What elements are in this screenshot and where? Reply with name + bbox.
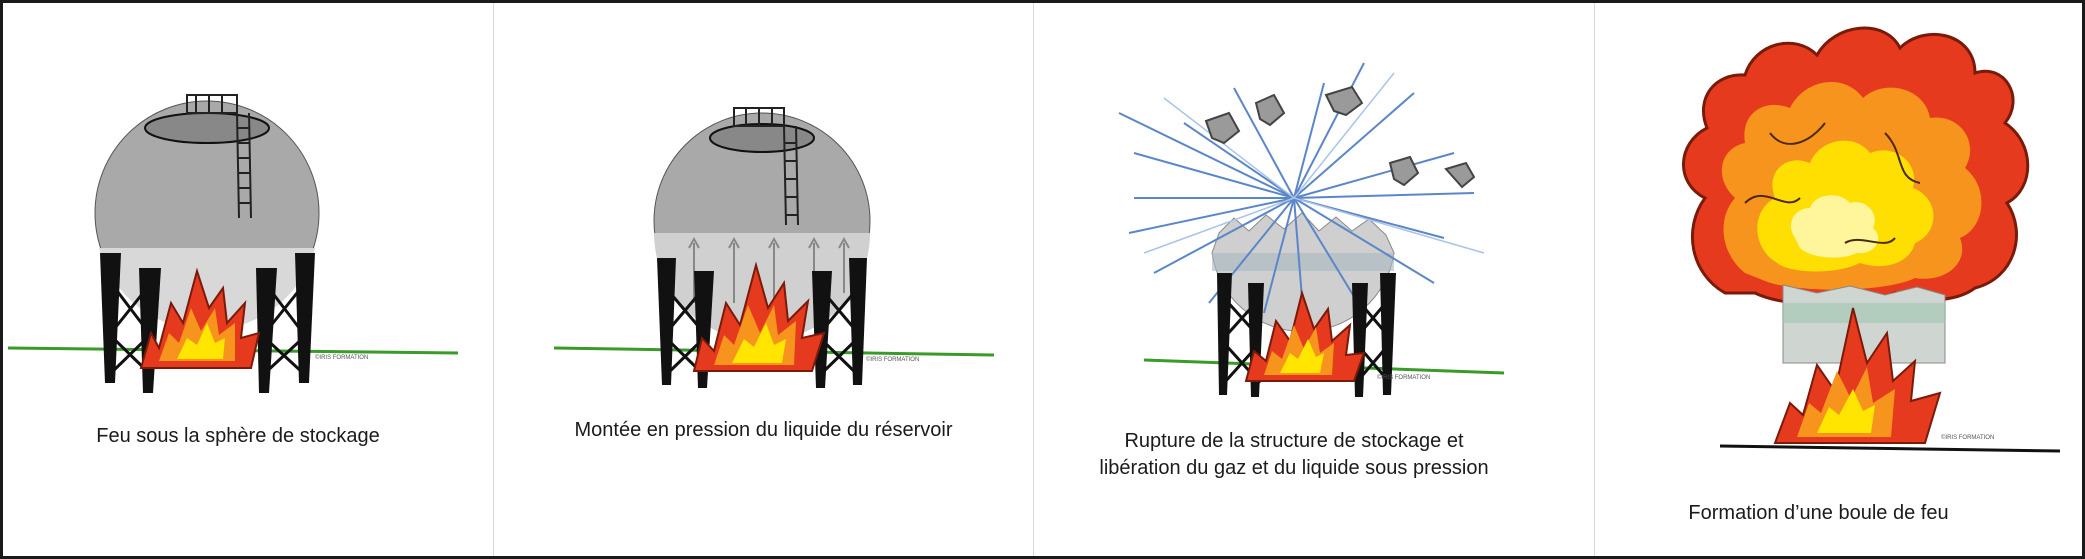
- sphere-top-hatch: [709, 123, 815, 153]
- panel-divider: [1594, 3, 1595, 556]
- panel-fire-under-sphere: ©IRIS FORMATION Feu sous la sphère de st…: [3, 3, 493, 556]
- panel-4-caption: Formation d’une boule de feu: [1688, 502, 1949, 524]
- credit-mark: ©IRIS FORMATION: [1941, 434, 1994, 441]
- panel-fireball: ©IRIS FORMATION Formation d’une boule de…: [1595, 3, 2082, 556]
- ladder: [236, 112, 252, 219]
- panel-3-caption: Rupture de la structure de stockage et l…: [1034, 428, 1594, 482]
- flame: [1244, 289, 1366, 382]
- panel-divider: [1033, 3, 1034, 556]
- panel-1-caption: Feu sous la sphère de stockage: [96, 425, 380, 447]
- tank-band: [1783, 303, 1945, 323]
- escaping-liquid: [1212, 253, 1394, 271]
- burst-rays-light: [1143, 72, 1485, 254]
- panel-rupture: ©IRIS FORMATION Rupture de la structure …: [1034, 3, 1594, 556]
- debris: [1204, 85, 1476, 189]
- flame: [139, 267, 261, 369]
- sphere-fire-illustration: ©IRIS FORMATION: [7, 94, 459, 393]
- flame: [1773, 307, 1942, 444]
- support-legs: [100, 253, 315, 393]
- ground-line: [1719, 444, 2061, 453]
- top-railing: [186, 94, 238, 114]
- fireball-illustration: ©IRIS FORMATION: [1682, 26, 2061, 453]
- panel-2-caption: Montée en pression du liquide du réservo…: [574, 419, 953, 441]
- pressure-rise-illustration: ©IRIS FORMATION: [553, 107, 995, 388]
- panel-3-caption-line-1: Rupture de la structure de stockage et: [1124, 430, 1464, 452]
- credit-mark: ©IRIS FORMATION: [1377, 374, 1430, 381]
- flame: [692, 261, 826, 372]
- credit-mark: ©IRIS FORMATION: [315, 354, 368, 361]
- fireball: [1682, 26, 2030, 306]
- panel-divider: [493, 3, 494, 556]
- panel-3-caption-line-2: libération du gaz et du liquide sous pre…: [1099, 457, 1489, 479]
- ladder: [783, 125, 799, 226]
- rupture-illustration: ©IRIS FORMATION: [1118, 62, 1505, 397]
- panel-pressure-rise: ©IRIS FORMATION Montée en pression du li…: [494, 3, 1033, 556]
- credit-mark: ©IRIS FORMATION: [866, 356, 919, 363]
